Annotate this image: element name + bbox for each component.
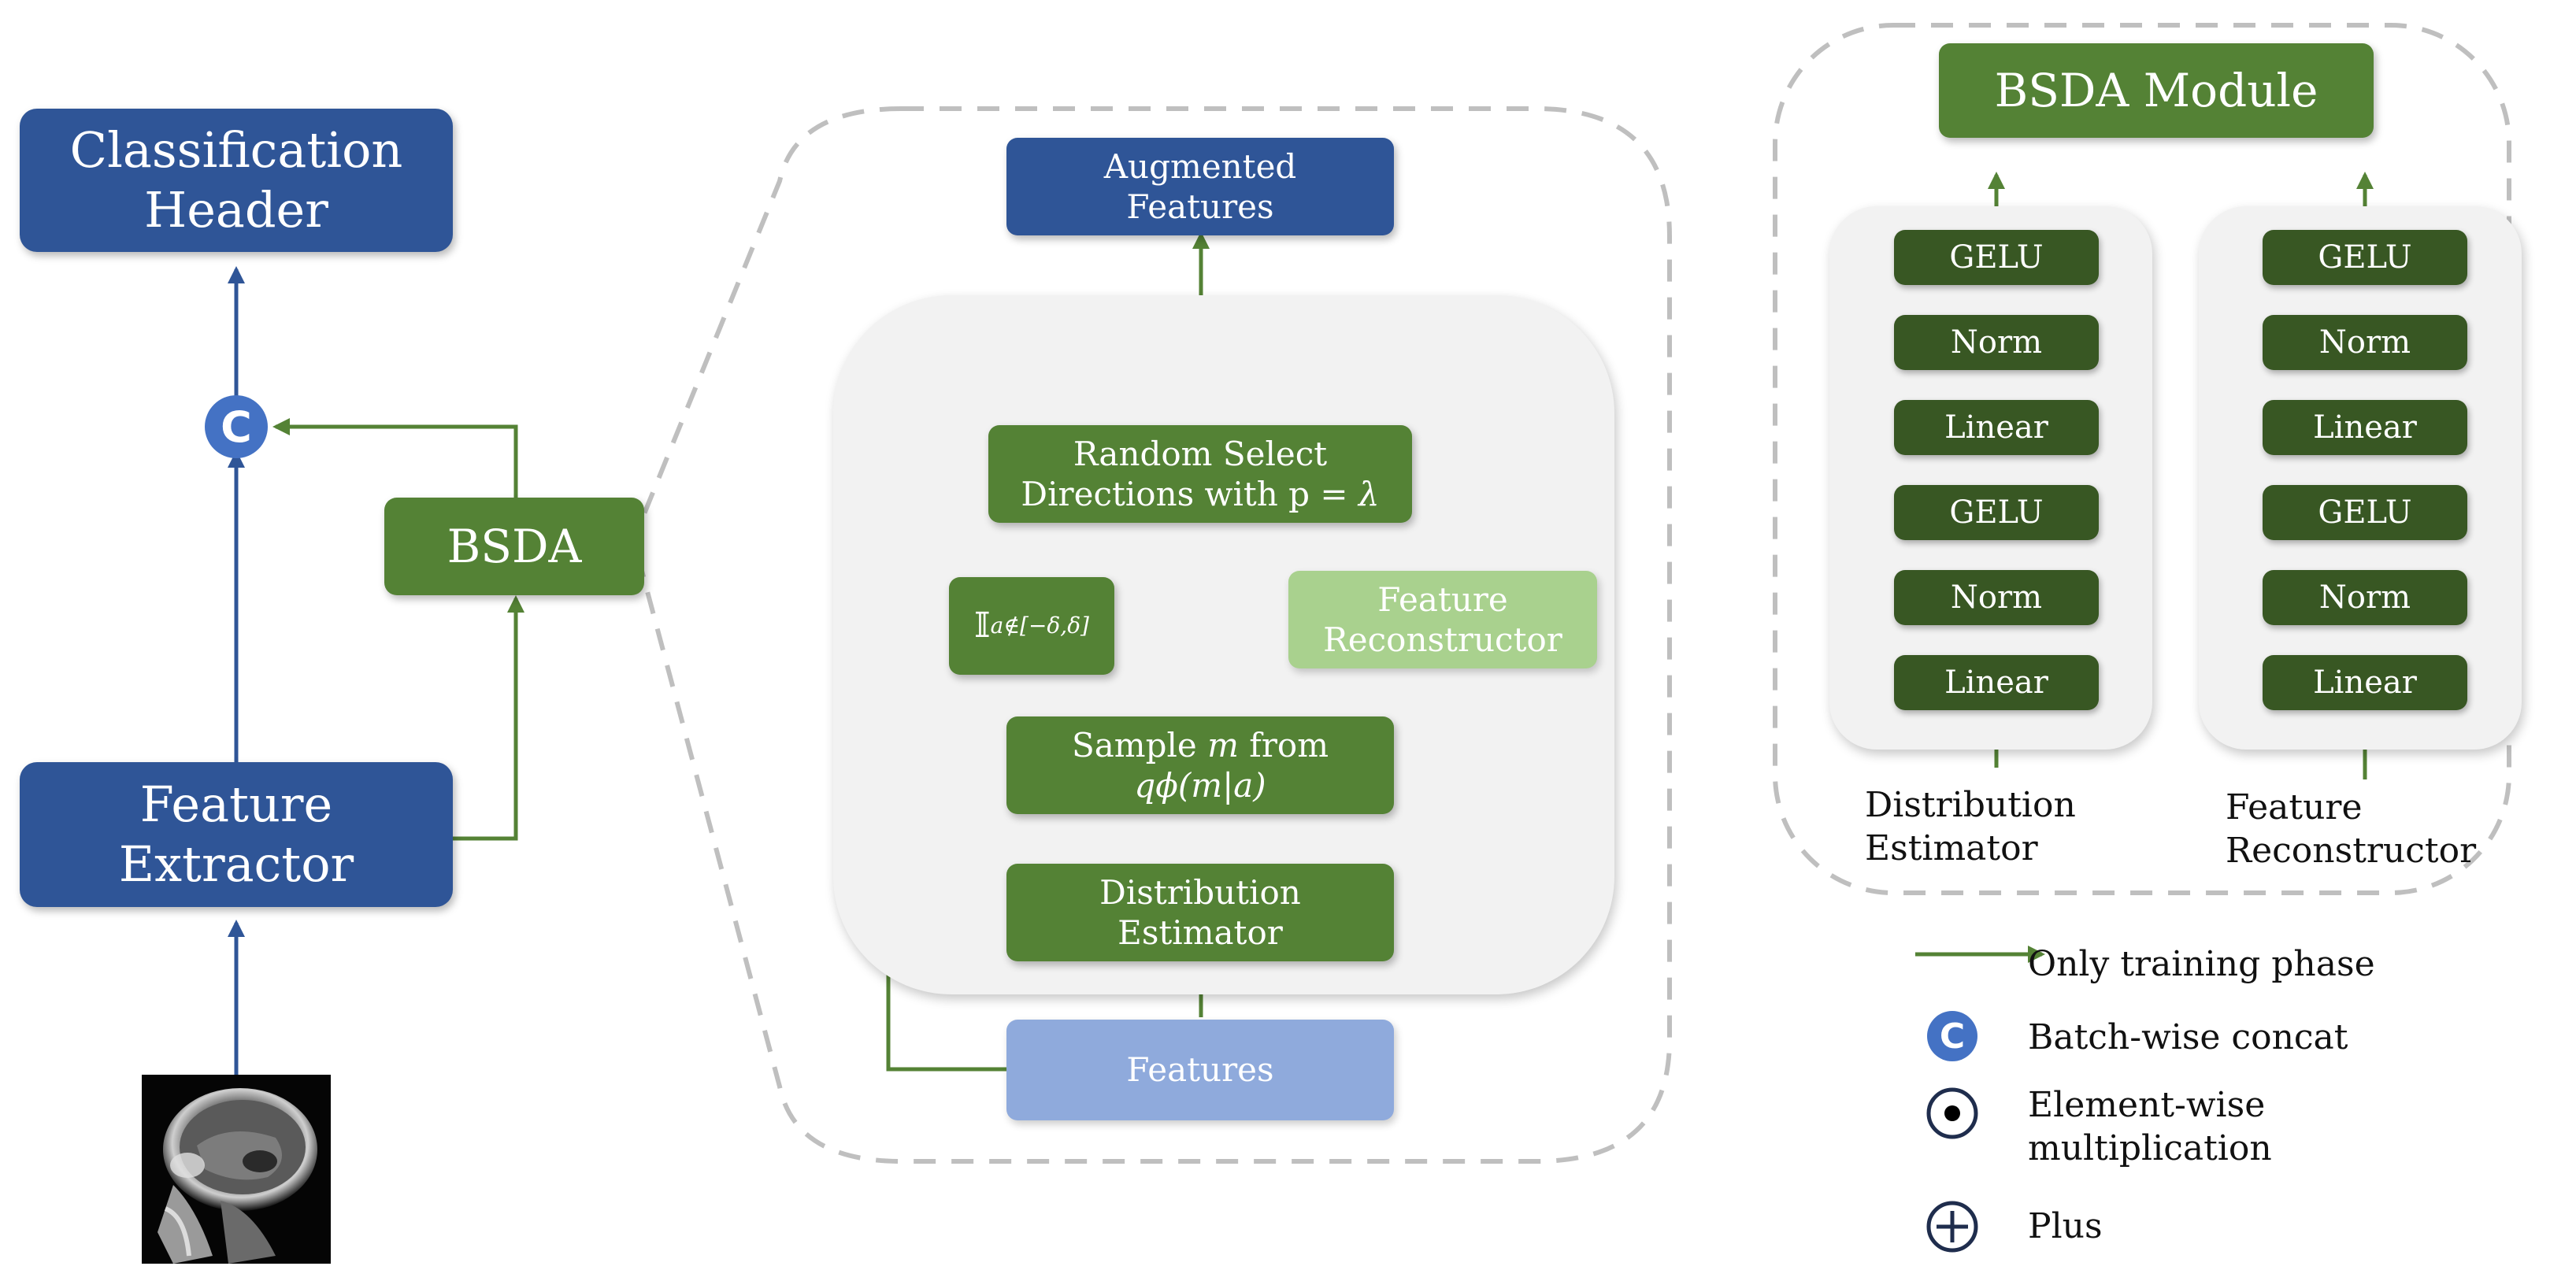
dist-layer-norm-1: Norm	[1894, 315, 2099, 370]
distribution-estimator-box: Distribution Estimator	[1006, 864, 1394, 961]
legend-multiply-label: Element-wise multiplication	[2028, 1085, 2272, 1168]
features-box: Features	[1006, 1020, 1394, 1120]
dist-layer-gelu-1: GELU	[1894, 230, 2099, 285]
svg-text:C: C	[1940, 1016, 1965, 1057]
legend-concat-label: Batch-wise concat	[2028, 1017, 2348, 1057]
zoom-outline	[639, 106, 1672, 1164]
dist-layer-linear-1: Linear	[1894, 400, 2099, 455]
feature-extractor-box: Feature Extractor	[20, 762, 453, 907]
sample-formula: qϕ(m|a)	[1134, 766, 1266, 805]
legend-multiply-icon	[1926, 1087, 1978, 1139]
legend-plus-label: Plus	[2028, 1206, 2103, 1246]
dist-layer-linear-2: Linear	[1894, 655, 2099, 710]
sample-line1: Sample m from	[1071, 725, 1329, 765]
distribution-estimator-label: Distribution Estimator	[1865, 785, 2076, 868]
recon-layer-norm-1: Norm	[2263, 315, 2467, 370]
legend-plus-icon	[1926, 1201, 1978, 1253]
concat-node: C	[205, 395, 268, 458]
random-select-box: Random Select Directions with p = λ	[988, 425, 1412, 523]
recon-layer-gelu-2: GELU	[2263, 485, 2467, 540]
legend-icons: C	[1915, 946, 2045, 1253]
bsda-box: BSDA	[384, 498, 644, 595]
recon-layer-linear-2: Linear	[2263, 655, 2467, 710]
indicator-symbol: 𝕀	[974, 605, 991, 646]
dist-layer-norm-2: Norm	[1894, 570, 2099, 625]
brain-mri-image	[142, 1075, 331, 1264]
bsda-module-title: BSDA Module	[1939, 43, 2374, 138]
dist-layer-gelu-2: GELU	[1894, 485, 2099, 540]
random-select-line1: Random Select	[1073, 434, 1328, 473]
legend-training-label: Only training phase	[2028, 944, 2375, 984]
indicator-subscript: a∉[−δ,δ]	[990, 612, 1089, 639]
concat-symbol: C	[221, 402, 252, 452]
sample-box: Sample m from qϕ(m|a)	[1006, 716, 1394, 814]
random-select-line2: Directions with p = λ	[1021, 475, 1380, 513]
legend-concat-icon: C	[1927, 1011, 1977, 1061]
recon-layer-norm-2: Norm	[2263, 570, 2467, 625]
recon-layer-linear-1: Linear	[2263, 400, 2467, 455]
augmented-features-box: Augmented Features	[1006, 138, 1394, 235]
classification-header-box: Classification Header	[20, 109, 453, 252]
feature-reconstructor-box: Feature Reconstructor	[1288, 571, 1597, 668]
left-wires	[228, 266, 524, 1075]
recon-layer-gelu-1: GELU	[2263, 230, 2467, 285]
feature-reconstructor-label: Feature Reconstructor	[2226, 787, 2477, 871]
